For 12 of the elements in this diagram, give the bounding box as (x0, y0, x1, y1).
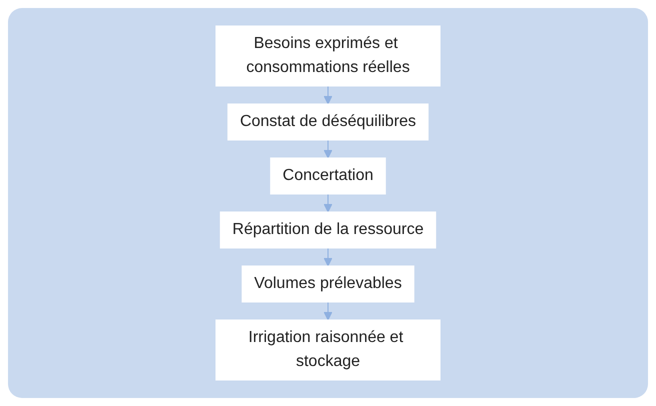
arrow (324, 248, 332, 266)
panel-background: Besoins exprimés et consommations réelles Constat de déséquilibres Concertation Répartition de la ressource Volumes prélevables Irrigation raisonnée et stockage (8, 8, 648, 398)
arrow (324, 302, 332, 320)
arrow (324, 194, 332, 212)
arrow (324, 140, 332, 158)
node-box (216, 26, 440, 86)
arrow (324, 86, 332, 104)
node-box (270, 158, 386, 194)
node-box (242, 266, 414, 302)
node-box (227, 104, 429, 140)
node-box (220, 212, 436, 248)
node-box (216, 320, 440, 380)
